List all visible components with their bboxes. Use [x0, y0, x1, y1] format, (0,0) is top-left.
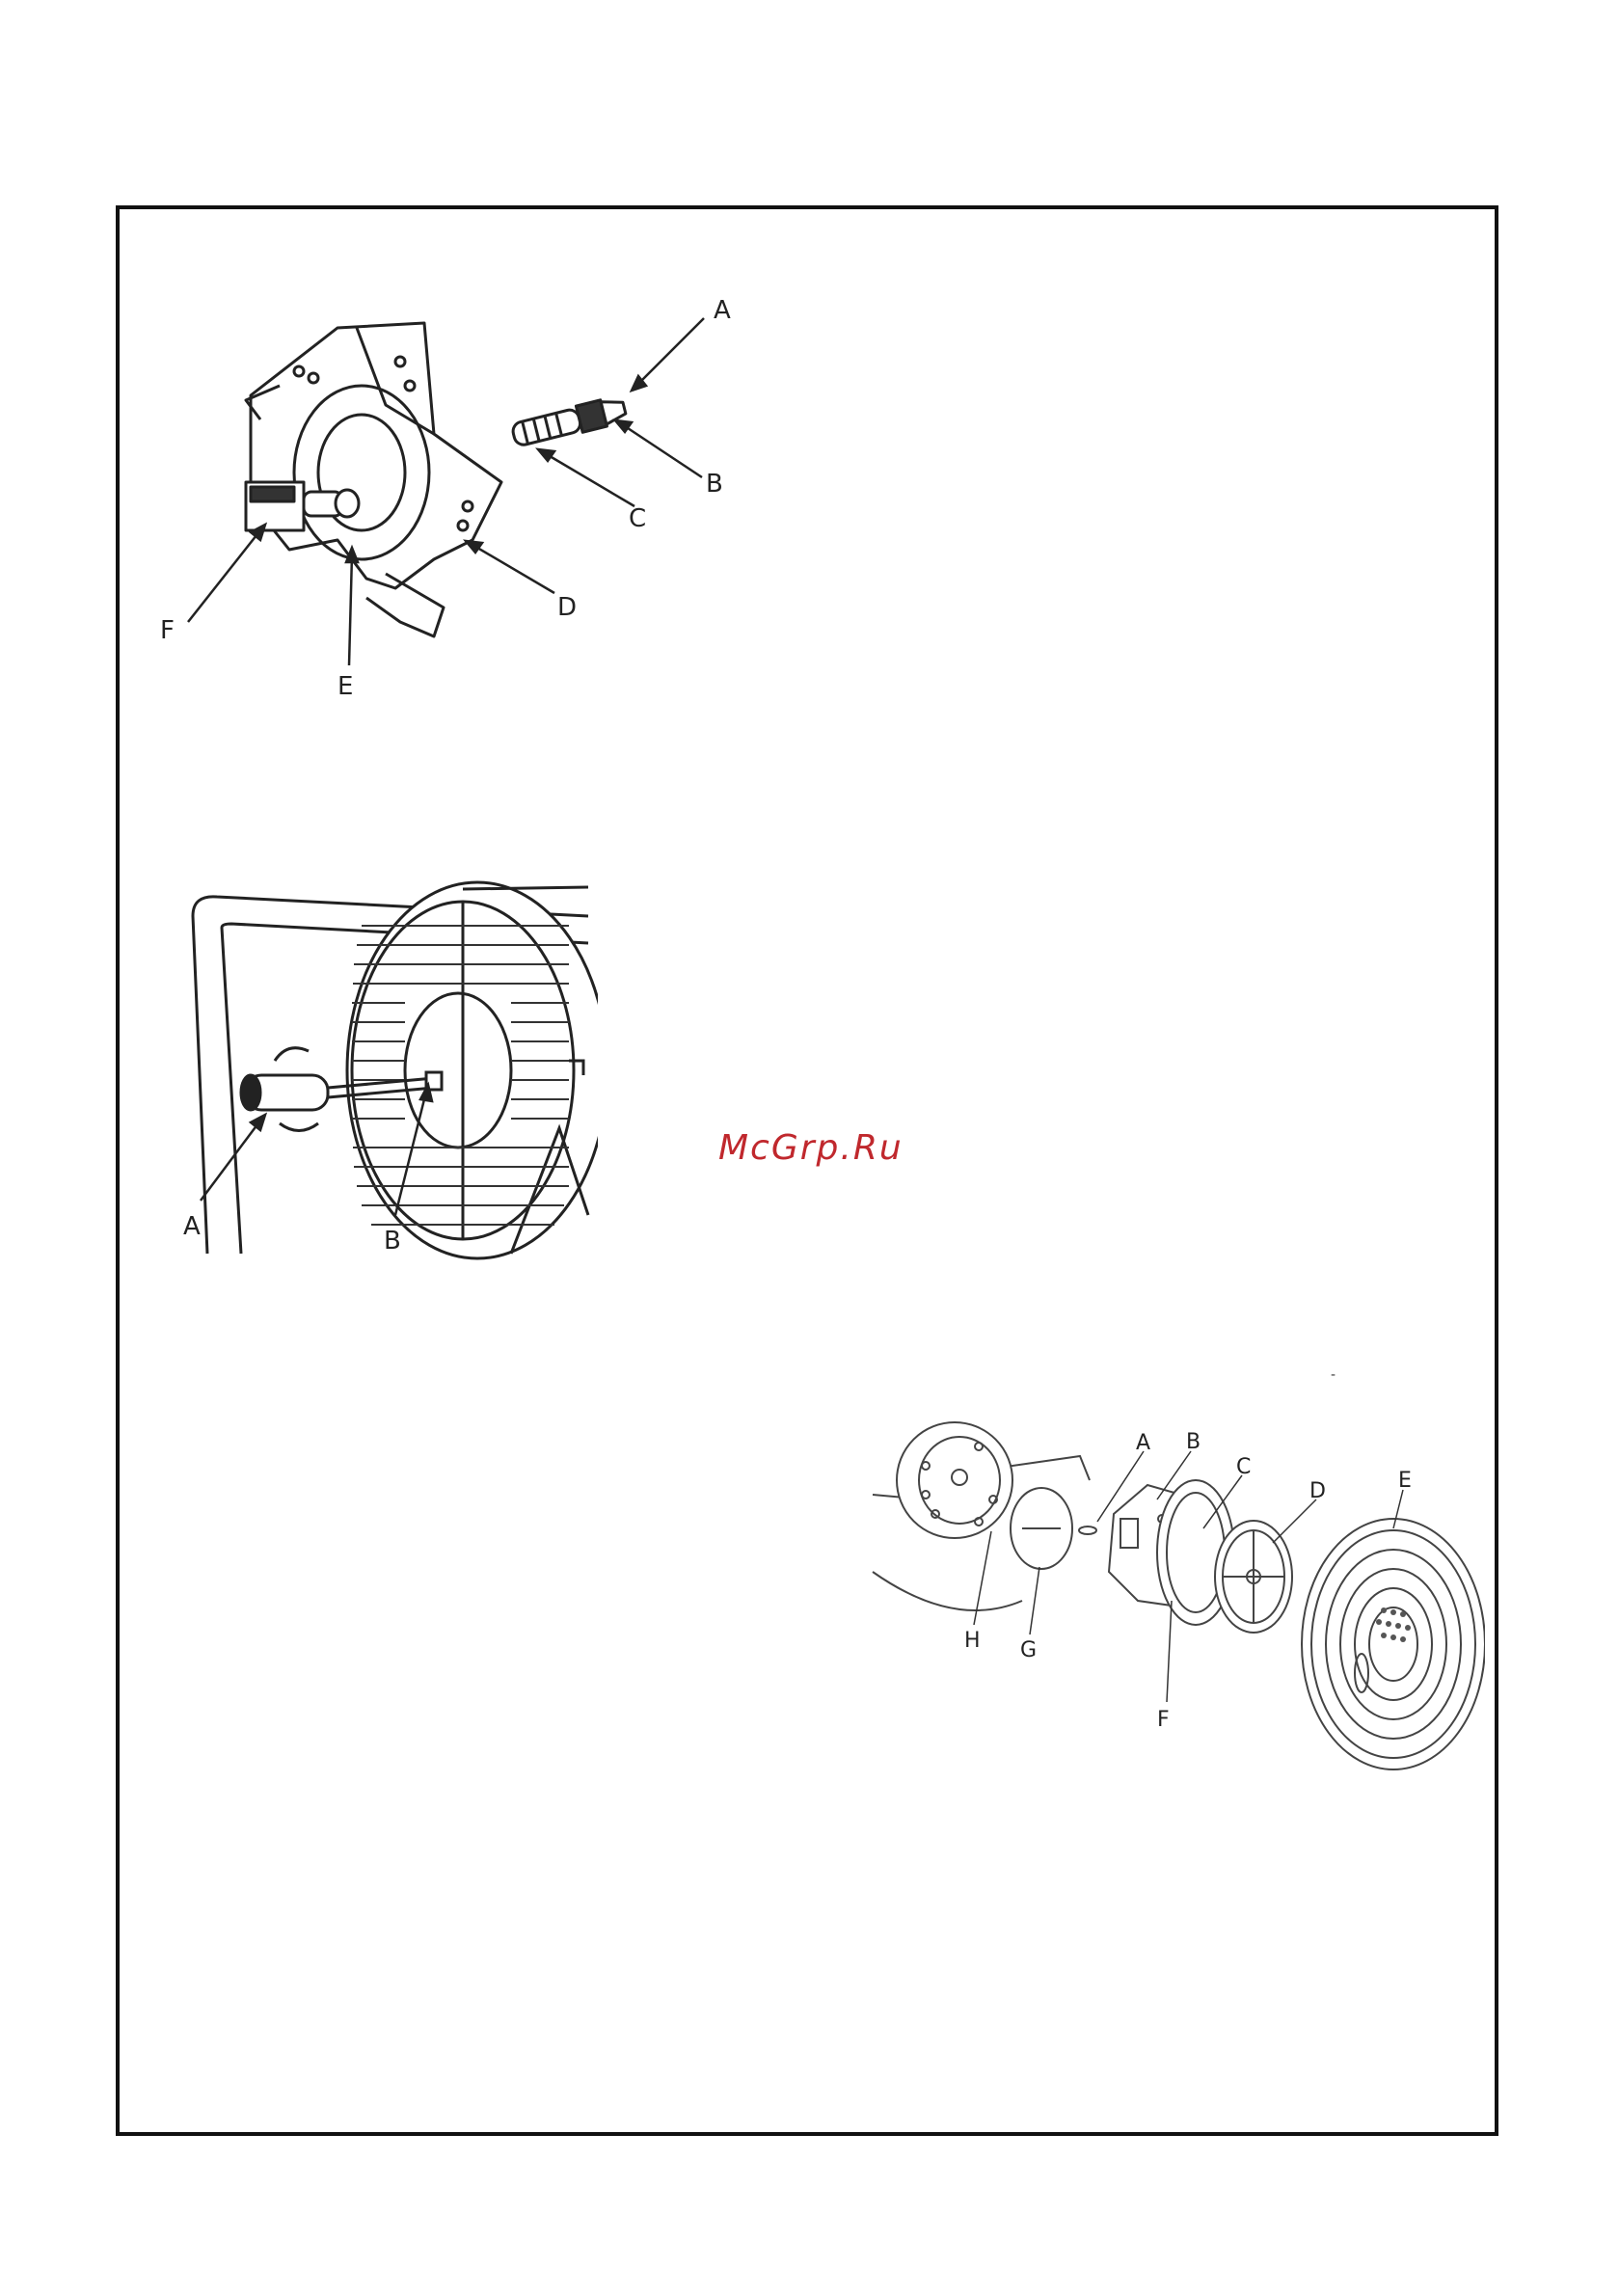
fig3-label-c: C	[1236, 1455, 1251, 1479]
fig1-label-b: B	[706, 470, 723, 499]
fig1-label-f: F	[160, 616, 175, 645]
watermark: McGrp.Ru	[718, 1128, 904, 1168]
fig3-label-a: A	[1136, 1431, 1150, 1455]
fig1-label-c: C	[629, 504, 646, 533]
fig3-label-h: H	[964, 1629, 981, 1653]
fig3-label-g: G	[1020, 1638, 1037, 1662]
nozzle-assembly-figure: A B C D E F	[145, 289, 762, 714]
stray-mark: -	[1331, 1367, 1336, 1383]
fig3-label-e: E	[1398, 1469, 1412, 1493]
fig3-label-f: F	[1157, 1708, 1170, 1732]
fig3-label-b: B	[1186, 1430, 1201, 1454]
fig1-label-a: A	[714, 296, 731, 325]
fan-guard-figure: A B	[174, 868, 598, 1273]
fig2-label-a: A	[183, 1212, 201, 1241]
fig1-label-e: E	[337, 672, 353, 701]
exploded-view-figure: A B C D E F G H	[868, 1408, 1485, 1871]
fig2-label-b: B	[384, 1227, 401, 1256]
fig1-label-d: D	[557, 593, 577, 622]
fig3-label-d: D	[1309, 1479, 1326, 1503]
